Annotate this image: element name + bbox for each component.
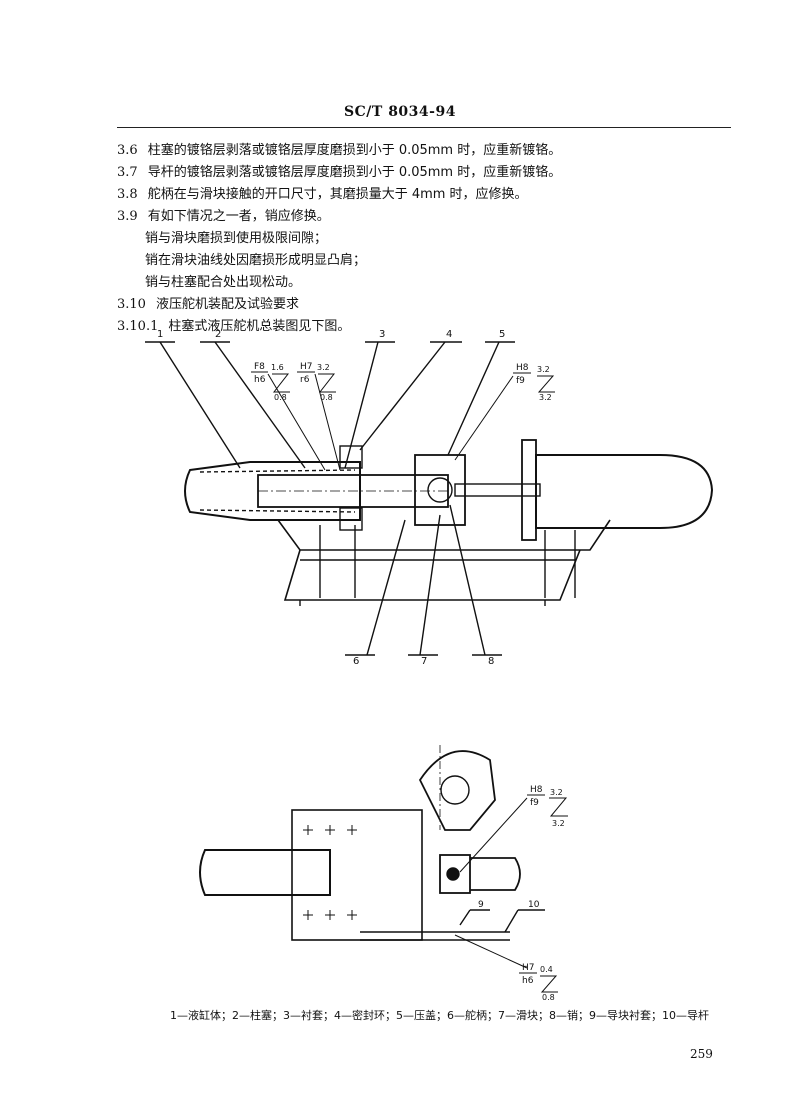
- section-number: 3.10.1: [117, 319, 159, 334]
- clause-text: 导杆的镀铬层剥落或镀铬层厚度磨损到小于 0.05mm 时，应重新镀铬。: [147, 165, 562, 180]
- roughness-value: 0.8: [542, 993, 555, 1002]
- fit-upper: F8: [254, 362, 265, 372]
- page-number: 259: [690, 1047, 713, 1061]
- roughness-value: 3.2: [539, 393, 552, 402]
- roughness-value: 3.2: [537, 365, 550, 374]
- clause-text: 有如下情况之一者，销应修换。: [147, 209, 330, 224]
- fit-lower: r6: [300, 375, 310, 385]
- roughness-value: 3.2: [552, 819, 565, 828]
- roughness-value: 3.2: [550, 788, 563, 797]
- section-3-10: 3.10 液压舵机装配及试验要求: [117, 293, 299, 312]
- roughness-value: 1.6: [271, 363, 284, 372]
- fit-lower: h6: [522, 976, 534, 986]
- clause-3-6: 3.6 柱塞的镀铬层剥落或镀铬层厚度磨损到小于 0.05mm 时，应重新镀铬。: [117, 139, 561, 158]
- sub-item: 销在滑块油线处因磨损形成明显凸肩；: [145, 253, 367, 268]
- clause-number: 3.6: [117, 143, 138, 158]
- fit-lower: f9: [530, 798, 539, 808]
- roughness-value: 0.4: [540, 965, 553, 974]
- assembly-drawing-side-view: 1 2 3 4 5 F8 h6 1.6 0.8 H7 r6 3.2 0.8 H8…: [145, 329, 714, 667]
- fit-lower: f9: [516, 376, 525, 386]
- clause-3-7: 3.7 导杆的镀铬层剥落或镀铬层厚度磨损到小于 0.05mm 时，应重新镀铬。: [117, 161, 561, 180]
- clause-3-9: 3.9 有如下情况之一者，销应修换。: [117, 205, 330, 224]
- clause-number: 3.8: [117, 187, 138, 202]
- callout-label: 8: [488, 656, 494, 667]
- clause-3-8: 3.8 舵柄在与滑块接触的开口尺寸，其磨损量大于 4mm 时，应修换。: [117, 183, 528, 202]
- figure-legend: 1—液缸体；2—柱塞；3—衬套；4—密封环；5—压盖；6—舵柄；7—滑块；8—销…: [170, 1009, 709, 1022]
- callout-label: 7: [421, 656, 427, 667]
- callout-label: 10: [528, 900, 540, 910]
- sub-item: 销与滑块磨损到使用极限间隙；: [145, 231, 328, 246]
- fit-upper: H8: [516, 363, 529, 373]
- header-rule: [117, 127, 731, 128]
- clause-text: 柱塞的镀铬层剥落或镀铬层厚度磨损到小于 0.05mm 时，应重新镀铬。: [147, 143, 562, 158]
- callout-label: 3: [379, 329, 385, 340]
- callout-label: 5: [499, 329, 505, 340]
- section-text: 柱塞式液压舵机总装图见下图。: [168, 319, 351, 334]
- roughness-value: 0.8: [320, 393, 333, 402]
- fit-upper: H7: [522, 963, 535, 973]
- roughness-value: 3.2: [317, 363, 330, 372]
- callout-label: 9: [478, 900, 484, 910]
- section-title: 液压舵机装配及试验要求: [155, 297, 299, 312]
- clause-number: 3.9: [117, 209, 138, 224]
- fit-upper: H8: [530, 785, 543, 795]
- callout-label: 4: [446, 329, 452, 340]
- callout-label: 2: [215, 329, 221, 340]
- assembly-drawing-plan-view: H8 f9 3.2 3.2 9 10 H7 h6 0.4 0.8: [199, 745, 568, 1002]
- section-3-10-1: 3.10.1 柱塞式液压舵机总装图见下图。: [117, 315, 350, 334]
- clause-number: 3.7: [117, 165, 138, 180]
- fit-lower: h6: [254, 375, 266, 385]
- callout-label: 6: [353, 656, 359, 667]
- clause-text: 舵柄在与滑块接触的开口尺寸，其磨损量大于 4mm 时，应修换。: [147, 187, 528, 202]
- callout-label: 1: [157, 329, 163, 340]
- section-number: 3.10: [117, 297, 146, 312]
- sub-item: 销与柱塞配合处出现松动。: [145, 275, 302, 290]
- page-header: SC/T 8034-94: [344, 104, 456, 120]
- roughness-value: 0.8: [274, 393, 287, 402]
- fit-upper: H7: [300, 362, 313, 372]
